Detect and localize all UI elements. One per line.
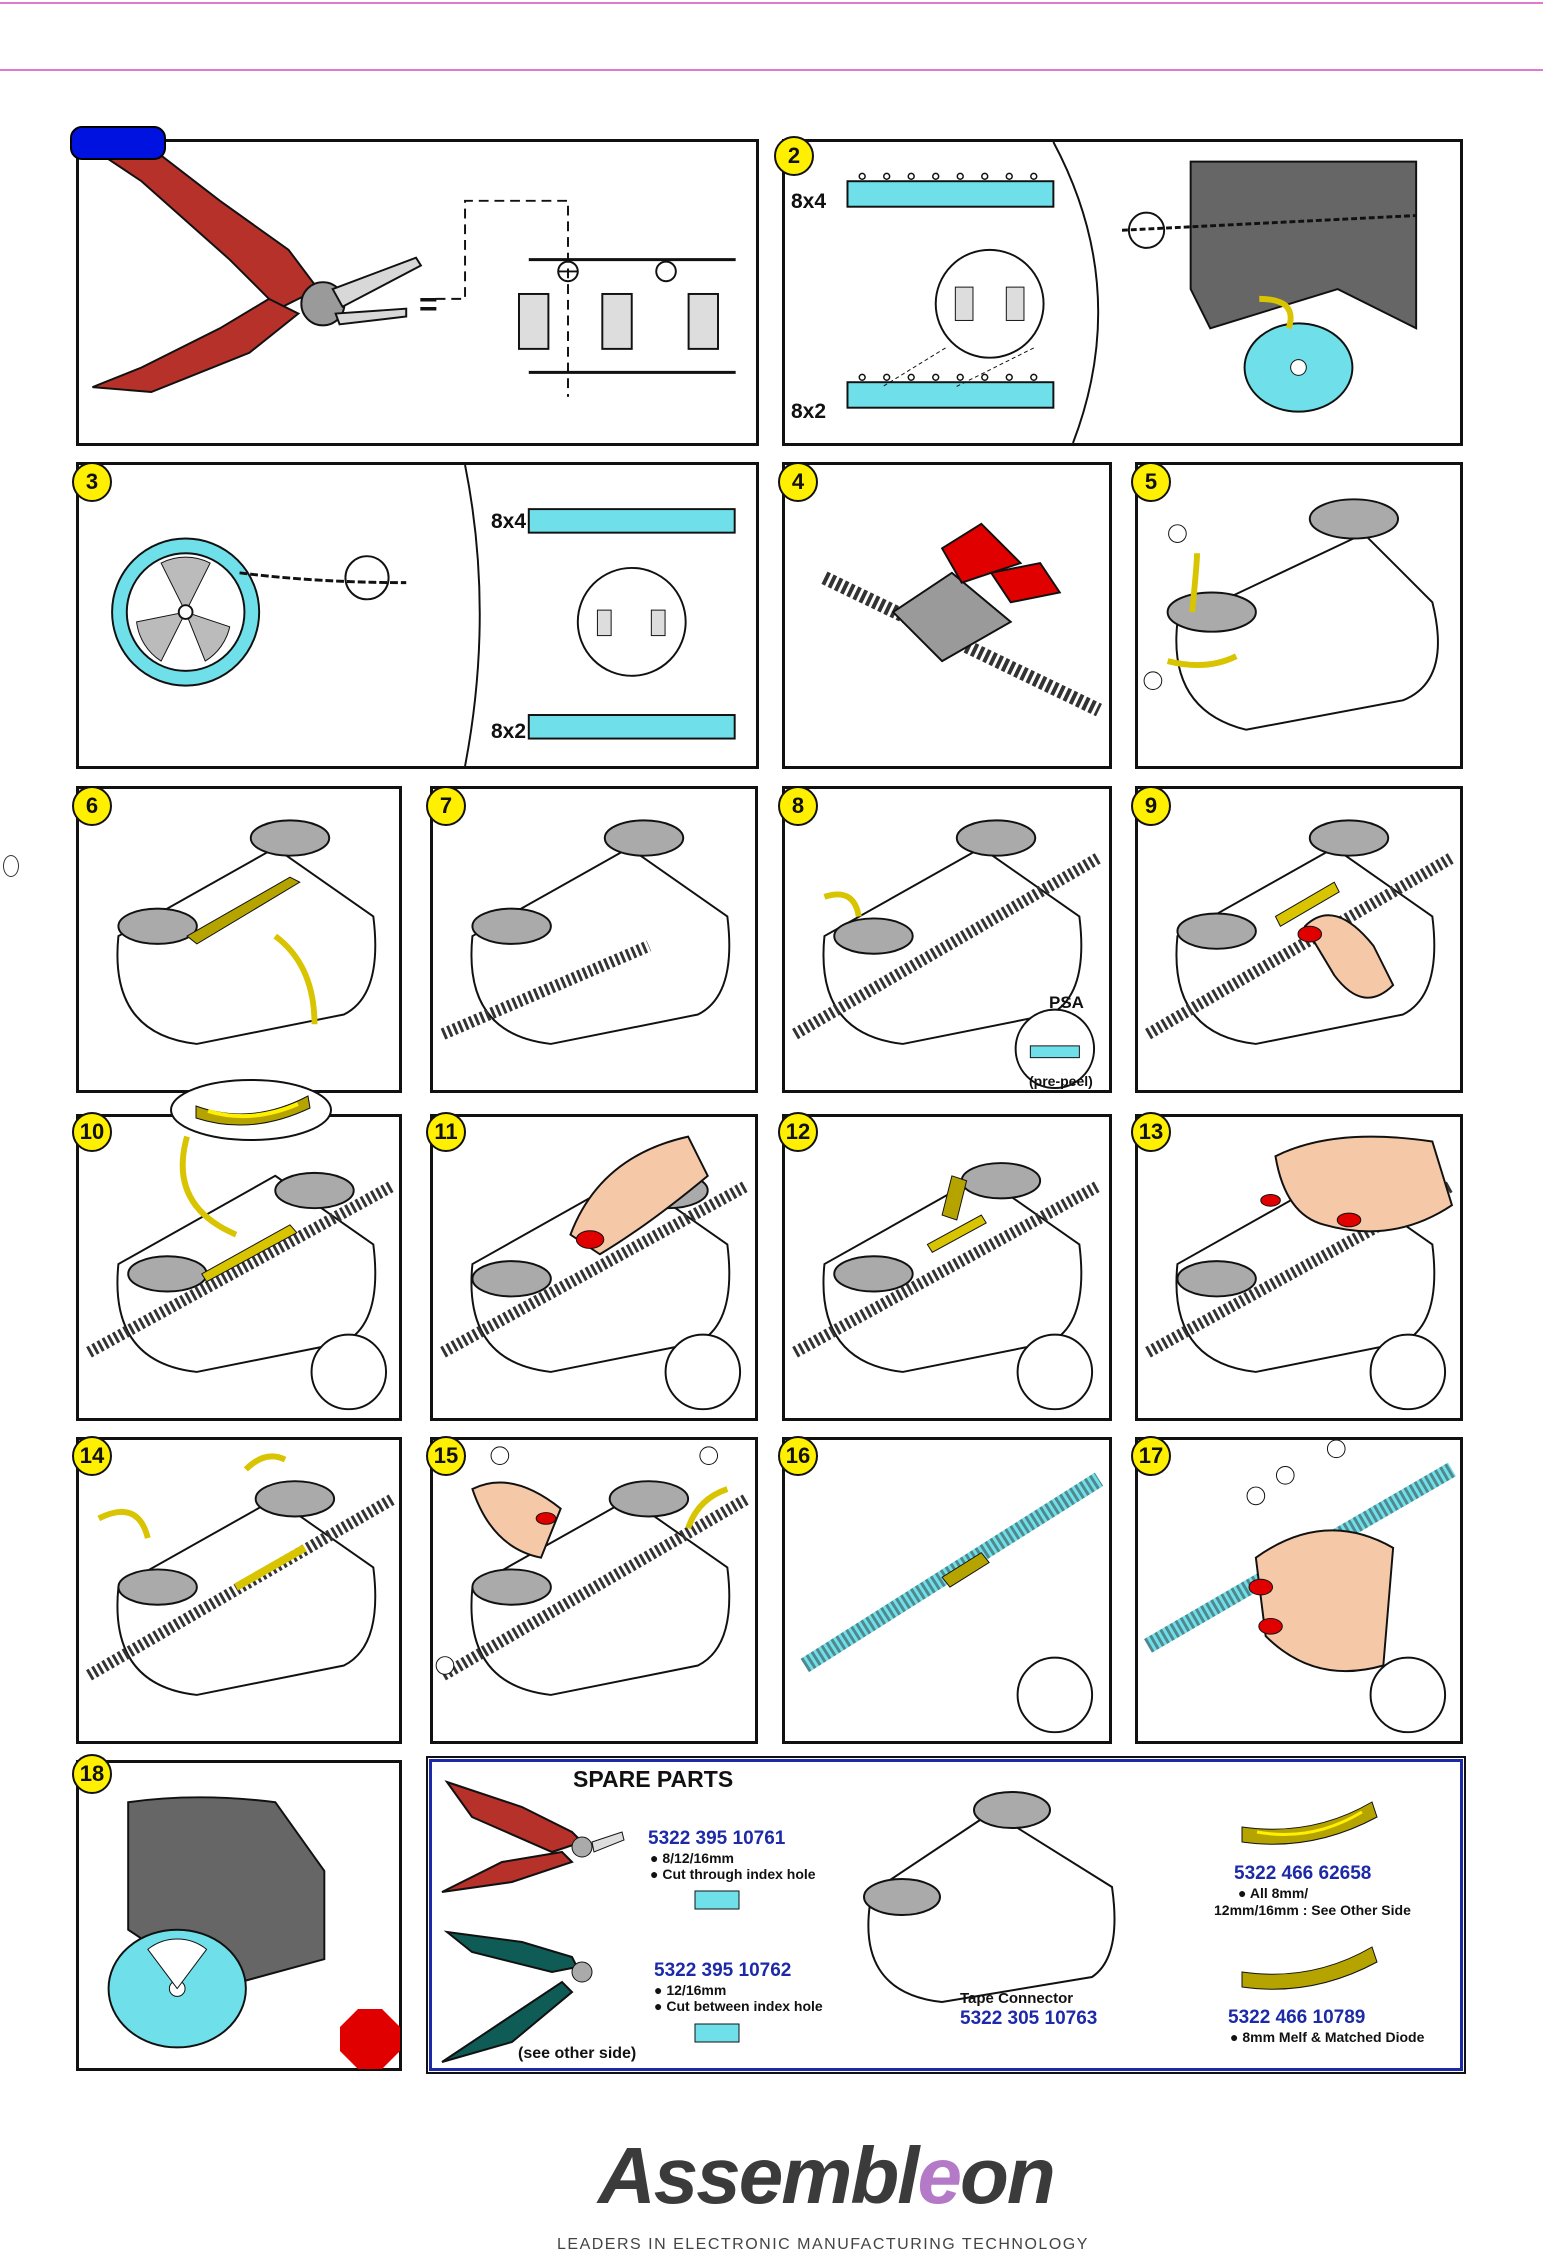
cutter1-line1: ● 8/12/16mm (650, 1850, 734, 1866)
stop-sign-icon (340, 2009, 400, 2069)
spare-parts-title: SPARE PARTS (573, 1766, 733, 1793)
cutter2-note: (see other side) (518, 2045, 636, 2063)
step-16-badge: 16 (778, 1436, 818, 1476)
cutter1-part-number: 5322 395 10761 (648, 1828, 785, 1850)
step-17-badge: 17 (1131, 1436, 1171, 1476)
step-9-panel (1135, 786, 1463, 1093)
finger-press-illustration (433, 1117, 755, 1418)
splice1-line1: ● All 8mm/ (1238, 1885, 1308, 1901)
cutter2-line2-text: Cut between index hole (666, 1998, 822, 2014)
step-5-badge: 5 (1131, 462, 1171, 502)
header-rule (0, 69, 1543, 71)
brand-tagline: LEADERS IN ELECTRONIC MANUFACTURING TECH… (557, 2236, 1089, 2254)
step-2-panel: 8x4 8x2 (782, 139, 1463, 446)
tape-insert-illustration (433, 789, 755, 1090)
splice-fold-illustration (79, 1117, 399, 1418)
step-8-badge: 8 (778, 786, 818, 826)
step-4-panel (782, 462, 1112, 769)
tape-connector-open-illustration (1138, 465, 1460, 766)
cutter1-line2-text: Cut through index hole (662, 1866, 815, 1882)
step-14-panel (76, 1437, 402, 1744)
connector-label: Tape Connector (960, 1990, 1073, 2007)
splice-detail-ellipse (168, 1076, 334, 1144)
step-8-panel: PSA (pre-peel) (782, 786, 1112, 1093)
pre-peel-label: (pre-peel) (1029, 1073, 1093, 1089)
logo-part-b: on (960, 2131, 1054, 2220)
step-10-badge: 10 (72, 1112, 112, 1152)
splice-placement-illustration (79, 789, 399, 1090)
step-10-panel (76, 1114, 402, 1421)
step-11-panel (430, 1114, 758, 1421)
step-15-badge: 15 (426, 1436, 466, 1476)
step-12-badge: 12 (778, 1112, 818, 1152)
step-14-badge: 14 (72, 1436, 112, 1476)
lift-tape-illustration (433, 1440, 755, 1741)
step-11-badge: 11 (426, 1112, 466, 1152)
tape-8x4-label: 8x4 (491, 510, 526, 534)
step-7-badge: 7 (426, 786, 466, 826)
step-5-panel (1135, 462, 1463, 769)
splice2-line1-text: 8mm Melf & Matched Diode (1242, 2029, 1424, 2045)
step-18-badge: 18 (72, 1754, 112, 1794)
cutter2-line2: ● Cut between index hole (654, 1998, 823, 2014)
step-6-badge: 6 (72, 786, 112, 826)
cutter2-line1: ● 12/16mm (654, 1982, 726, 1998)
hand-press-illustration (1138, 1117, 1460, 1418)
step-12-panel (782, 1114, 1112, 1421)
equals-sign: = (419, 286, 438, 323)
step-17-panel (1135, 1437, 1463, 1744)
splice1-line1-text: All 8mm/ (1250, 1885, 1308, 1901)
flap-fold-illustration (785, 1117, 1109, 1418)
splice1-line2: 12mm/16mm : See Other Side (1214, 1902, 1411, 1918)
splice1-part-number: 5322 466 62658 (1234, 1863, 1371, 1885)
cutting-tape-illustration (785, 465, 1109, 766)
tape-locked-illustration (785, 789, 1109, 1090)
splice2-part-number: 5322 466 10789 (1228, 2007, 1365, 2029)
inspect-splice-illustration (1138, 1440, 1460, 1741)
step-13-badge: 13 (1131, 1112, 1171, 1152)
tape-8x2-label: 8x2 (791, 400, 826, 424)
step-15-panel (430, 1437, 758, 1744)
logo-part-e: e (917, 2131, 960, 2220)
step-1-panel: = (76, 139, 759, 446)
cutter1-line1-text: 8/12/16mm (662, 1850, 734, 1866)
top-rule (0, 2, 1543, 4)
step-3-badge: 3 (72, 462, 112, 502)
logo-part-a: Assembl (598, 2131, 917, 2220)
step-2-badge: 2 (774, 136, 814, 176)
margin-mark (3, 855, 19, 877)
cutter1-line2: ● Cut through index hole (650, 1866, 816, 1882)
connector-part-number: 5322 305 10763 (960, 2008, 1097, 2030)
step-13-panel (1135, 1114, 1463, 1421)
tape-8x2-label: 8x2 (491, 720, 526, 744)
tape-reel-illustration (785, 142, 1460, 443)
tape-8x4-label: 8x4 (791, 190, 826, 214)
release-clamps-illustration (79, 1440, 399, 1741)
press-splice-illustration (1138, 789, 1460, 1090)
cutter-illustration (79, 142, 756, 443)
psa-label: PSA (1049, 993, 1084, 1013)
step-9-badge: 9 (1131, 786, 1171, 826)
step-7-panel (430, 786, 758, 1093)
step-1-tab (70, 126, 166, 160)
step-4-badge: 4 (778, 462, 818, 502)
spare-parts-panel: SPARE PARTS 5322 395 10761 ● 8/12/16mm ●… (429, 1759, 1463, 2071)
step-6-panel (76, 786, 402, 1093)
cutter2-line1-text: 12/16mm (666, 1982, 726, 1998)
reel-tape-illustration (79, 465, 756, 766)
splice2-line1: ● 8mm Melf & Matched Diode (1230, 2029, 1424, 2045)
cutter2-part-number: 5322 395 10762 (654, 1960, 791, 1982)
spliced-tape-illustration (785, 1440, 1109, 1741)
step-3-panel: 8x4 8x2 (76, 462, 759, 769)
assembleon-logo: Assembleon (598, 2130, 1054, 2222)
step-16-panel (782, 1437, 1112, 1744)
